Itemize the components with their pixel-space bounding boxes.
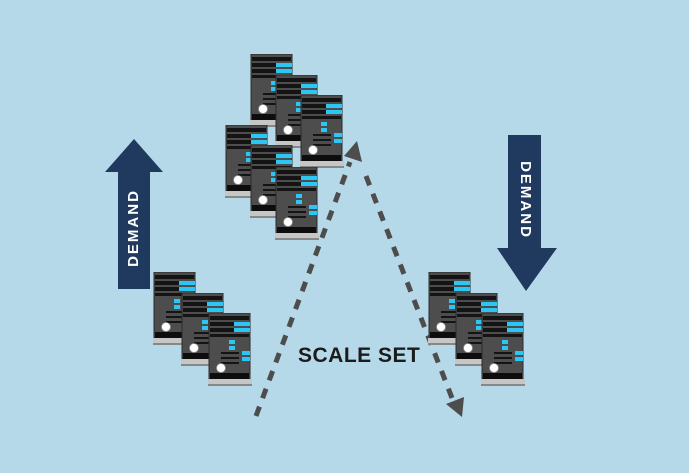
server-icon xyxy=(275,167,319,241)
server-icon xyxy=(300,95,344,169)
arrowhead-down-icon xyxy=(446,397,464,417)
server-icon xyxy=(481,313,525,387)
demand-down-arrow-icon xyxy=(497,135,557,291)
low-demand-left-cluster xyxy=(153,272,253,390)
server-icon xyxy=(208,313,252,387)
demand-up-arrow-icon xyxy=(105,139,163,289)
peak-demand-cluster xyxy=(225,54,365,244)
scale-set-label: SCALE SET xyxy=(298,344,421,367)
demand-down-label: DEMAND xyxy=(517,161,534,239)
demand-up-label: DEMAND xyxy=(125,189,142,267)
low-demand-right-cluster xyxy=(428,272,528,390)
